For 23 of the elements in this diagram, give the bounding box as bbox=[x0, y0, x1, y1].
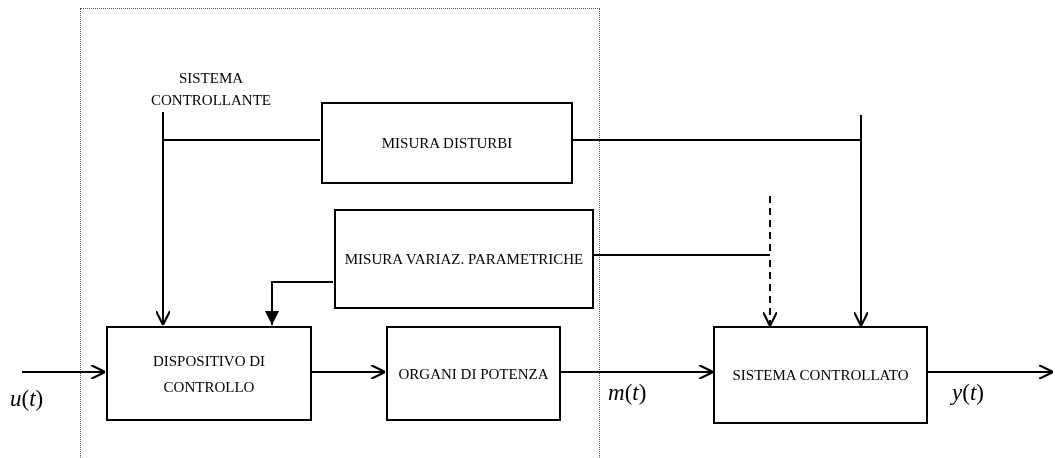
signal-label: u(t) bbox=[10, 385, 44, 413]
process-box bbox=[713, 326, 928, 424]
arrow bbox=[559, 363, 715, 381]
box-label: MISURA VARIAZ. PARAMETRICHE bbox=[343, 250, 585, 269]
arrow bbox=[592, 254, 779, 328]
dotted-group-box bbox=[80, 8, 600, 458]
box-label: ORGANI DI POTENZA bbox=[397, 364, 550, 384]
arrow bbox=[154, 139, 321, 327]
arrow bbox=[265, 281, 334, 326]
signal-label: y(t) bbox=[952, 379, 984, 407]
arrow bbox=[927, 363, 1055, 381]
box-label: MISURA DISTURBI bbox=[380, 134, 514, 153]
arrow bbox=[21, 363, 107, 381]
process-box bbox=[321, 102, 573, 184]
box-label: SISTEMA CONTROLLATO bbox=[731, 366, 910, 385]
arrow bbox=[571, 139, 870, 328]
process-box bbox=[334, 209, 594, 309]
group-title: SISTEMA CONTROLLANTE bbox=[150, 69, 272, 110]
box-label: DISPOSITIVO DI CONTROLLO bbox=[151, 351, 267, 397]
signal-label: m(t) bbox=[608, 379, 647, 407]
process-box bbox=[386, 326, 561, 421]
arrow bbox=[310, 363, 387, 381]
process-box bbox=[106, 326, 312, 421]
